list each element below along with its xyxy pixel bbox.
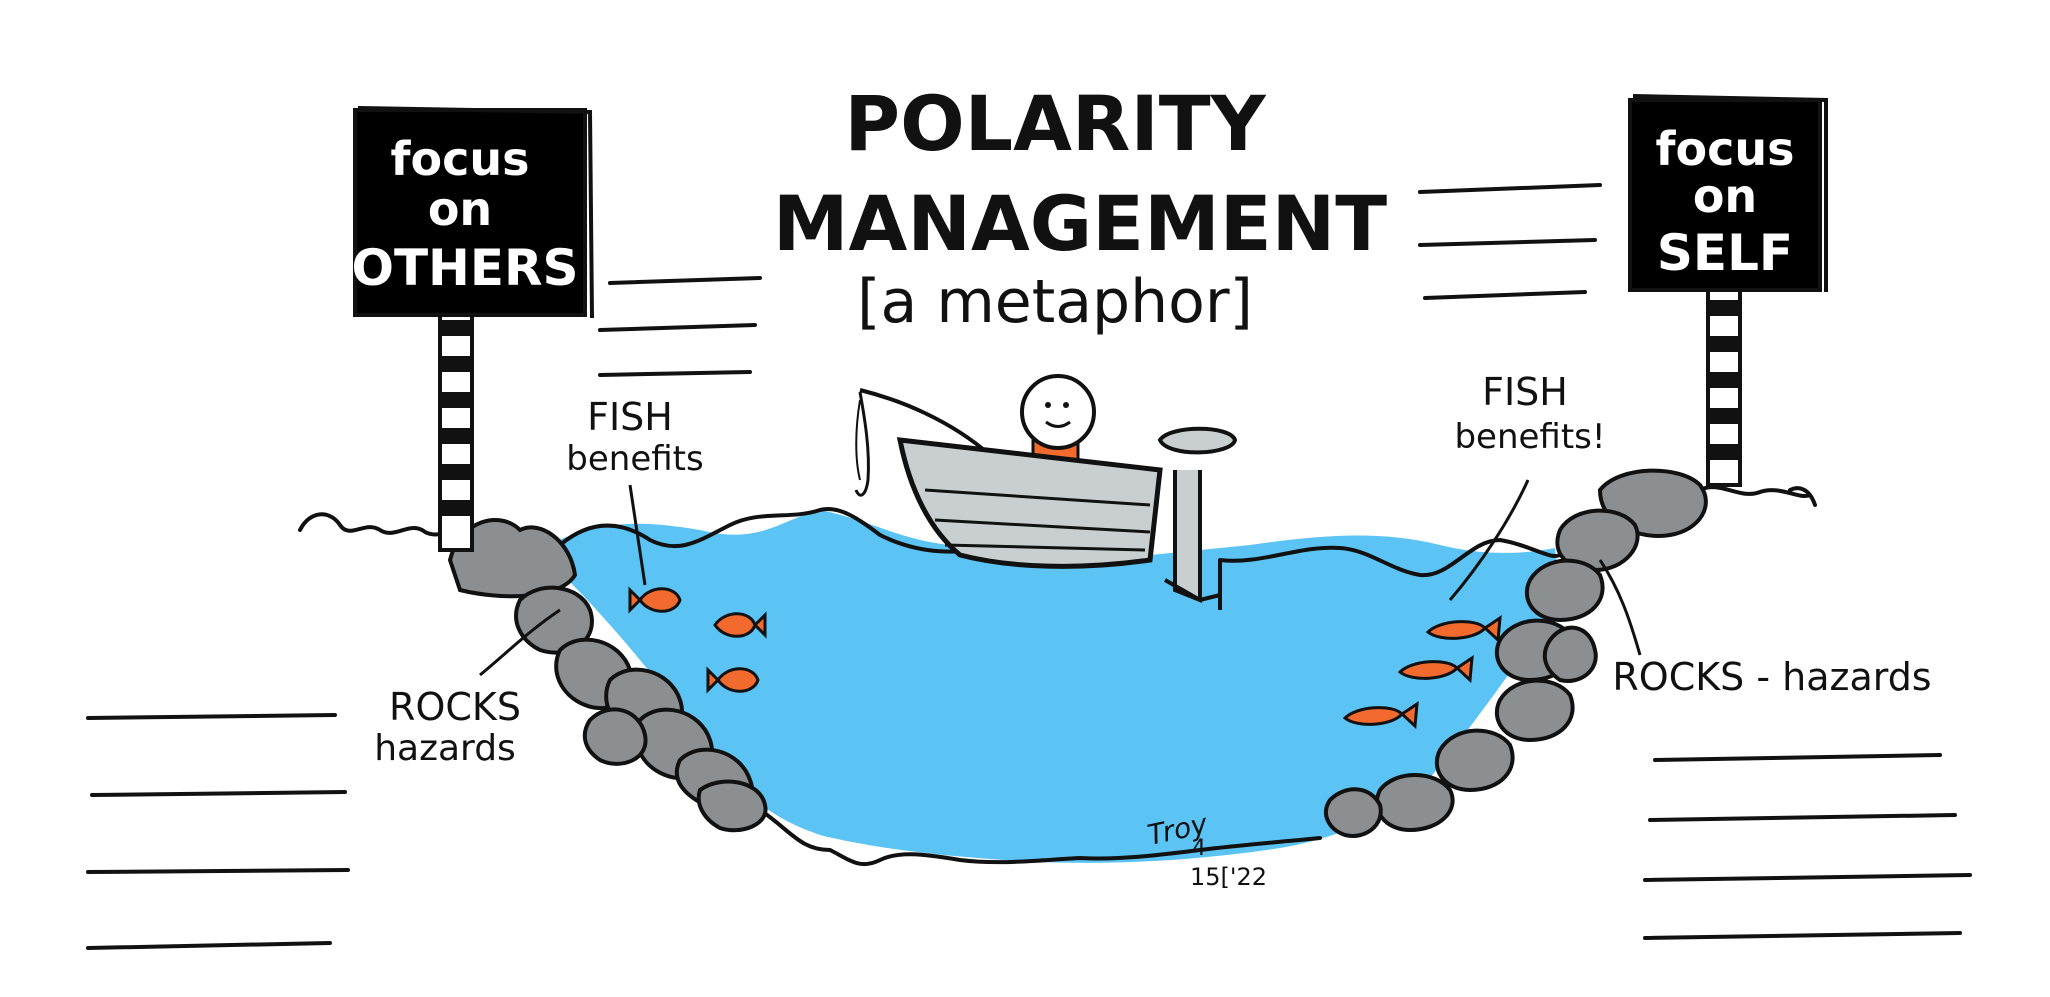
right-sign-board bbox=[1628, 98, 1822, 292]
left-fish-label-line1: FISH bbox=[587, 395, 673, 439]
right-sign-line2: on bbox=[1693, 169, 1757, 223]
fishing-line-2 bbox=[855, 399, 861, 481]
fish bbox=[1342, 701, 1419, 730]
note-lines-top-left bbox=[598, 276, 762, 377]
fish bbox=[1397, 655, 1474, 684]
note-lines-bottom-right bbox=[1643, 753, 1972, 940]
right-rocks-pointer bbox=[1598, 559, 1642, 656]
left-sign: focus on OTHERS bbox=[351, 106, 594, 552]
fishing-line bbox=[854, 391, 870, 497]
lake-water bbox=[548, 510, 1560, 863]
left-rocks bbox=[447, 518, 768, 833]
shore-wave-right bbox=[1698, 485, 1817, 507]
left-rocks-pointer bbox=[479, 608, 561, 677]
right-sign-line1: focus bbox=[1655, 122, 1794, 176]
boat-hull bbox=[896, 437, 1163, 569]
left-rocks-label-line1: ROCKS bbox=[389, 685, 521, 729]
boat-with-fisher bbox=[854, 374, 1238, 610]
signature-date-rest: 15['22 bbox=[1190, 863, 1267, 891]
fisher-head bbox=[1020, 374, 1096, 450]
right-rocks bbox=[1324, 468, 1708, 838]
fish bbox=[706, 666, 760, 694]
fish bbox=[628, 586, 682, 614]
right-rocks-label: ROCKS - hazards bbox=[1612, 655, 1931, 699]
signature-date-month: 4 bbox=[1192, 836, 1206, 861]
note-lines-bottom-left bbox=[86, 713, 350, 950]
fish bbox=[713, 611, 767, 639]
fishing-rod bbox=[859, 388, 992, 457]
left-fish-label-line2: benefits bbox=[566, 439, 703, 479]
fish bbox=[1425, 615, 1502, 644]
title-subtitle: [a metaphor] bbox=[857, 267, 1253, 337]
right-sign-line3: SELF bbox=[1657, 224, 1793, 282]
left-fish-pointer bbox=[628, 484, 647, 586]
fish-right-group bbox=[1342, 615, 1502, 730]
lake-bottom-outline bbox=[678, 758, 1322, 867]
right-sign: focus on SELF bbox=[1628, 94, 1828, 487]
left-sign-board bbox=[353, 108, 587, 317]
right-fish-label-line1: FISH bbox=[1482, 370, 1568, 414]
right-fish-label-line2: benefits! bbox=[1454, 417, 1605, 457]
note-lines-top-right bbox=[1418, 183, 1602, 300]
title-line1: POLARITY bbox=[844, 79, 1266, 168]
right-fish-pointer bbox=[1448, 479, 1530, 601]
left-sign-line3: OTHERS bbox=[351, 239, 578, 297]
left-sign-line1: focus bbox=[390, 132, 529, 186]
left-rocks-label-line2: hazards bbox=[374, 728, 516, 769]
left-sign-line2: on bbox=[428, 182, 492, 236]
title-line2: MANAGEMENT bbox=[773, 179, 1387, 268]
fish-left-group bbox=[628, 586, 767, 694]
